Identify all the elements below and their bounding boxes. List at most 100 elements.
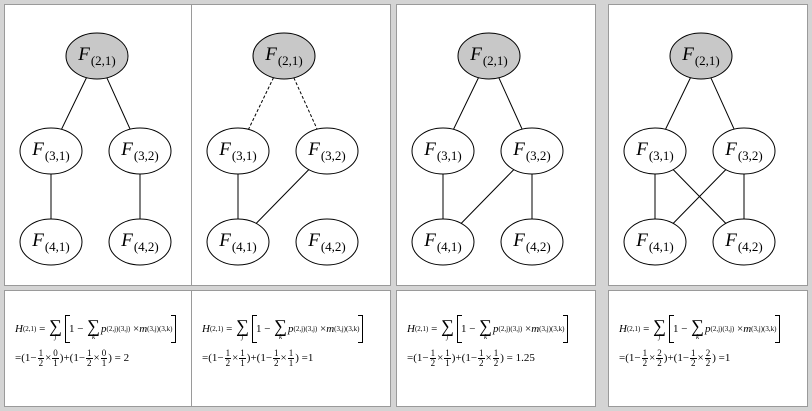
m-subscript: (3,j)(3,k): [539, 324, 565, 333]
lhs-subscript: (2,1): [22, 324, 37, 333]
node-ellipse-root: [457, 32, 521, 80]
tree-graph: [206, 32, 359, 266]
node-ellipse-b: [295, 127, 359, 175]
node-ellipse-c: [411, 218, 475, 266]
result-value: = 1.25: [506, 352, 535, 364]
edge-root-b: [498, 77, 523, 130]
expansion-prefix: =(1−: [202, 352, 224, 364]
numerator: 1: [690, 348, 697, 359]
m-symbol: m: [531, 322, 540, 335]
result-value: =1: [718, 352, 731, 364]
expansion-mid: )+(1−: [451, 352, 478, 364]
expansion-suffix: ): [500, 352, 504, 364]
minus: −: [681, 322, 688, 335]
sum-symbol: ∑: [274, 315, 287, 336]
denominator: 1: [288, 358, 294, 368]
lhs-symbol: H: [407, 322, 415, 335]
node-ellipse-a: [206, 127, 270, 175]
denominator: 1: [53, 358, 58, 368]
edge-root-a: [453, 77, 479, 130]
edge-root-b: [293, 77, 318, 130]
sum-symbol: ∑: [49, 315, 62, 336]
sum-symbol: ∑: [479, 315, 492, 336]
times: ×: [524, 322, 532, 335]
equals: =: [431, 322, 438, 335]
node-ellipse-root: [669, 32, 733, 80]
tree-panel-4: F(2,1)F(3,1)F(3,2)F(4,1)F(4,2): [608, 4, 808, 286]
denominator: 1: [445, 358, 450, 368]
sum-index: j: [446, 332, 449, 341]
sum-index: j: [54, 332, 57, 341]
expansion-prefix: =(1−: [407, 352, 429, 364]
numerator: 1: [429, 348, 437, 359]
expansion-mid: )+(1−: [663, 352, 690, 364]
numerator: 0: [100, 348, 108, 359]
node-ellipse-a: [411, 127, 475, 175]
denominator: 1: [101, 358, 107, 368]
equals: =: [643, 322, 650, 335]
tree-panel-1: F(2,1)F(3,1)F(3,2)F(4,1)F(4,2): [4, 4, 204, 286]
numerator: 1: [239, 348, 246, 359]
node-ellipse-root: [252, 32, 316, 80]
tree-graph: [411, 32, 564, 266]
node-ellipse-a: [19, 127, 83, 175]
one: 1: [672, 322, 679, 335]
minus: −: [469, 322, 476, 335]
sum-index: j: [241, 332, 244, 341]
sum-index: k: [696, 332, 700, 341]
node-ellipse-root: [65, 32, 129, 80]
edge-root-b: [710, 77, 735, 130]
p-subscript: (2,j)(3,j): [106, 324, 131, 333]
p-subscript: (2,j)(3,j): [293, 324, 318, 333]
inner-sum: ∑k: [479, 315, 492, 341]
outer-sum: ∑j: [653, 317, 666, 341]
sum-index: j: [658, 332, 661, 341]
edge-root-a: [61, 77, 87, 130]
numerator: 1: [287, 348, 295, 359]
tree-graph: [19, 32, 172, 266]
denominator: 2: [642, 358, 648, 368]
sum-symbol: ∑: [87, 315, 100, 336]
result-value: = 2: [114, 352, 130, 364]
lhs-subscript: (2,1): [626, 324, 641, 333]
lhs-symbol: H: [15, 322, 23, 335]
inner-sum: ∑k: [274, 315, 287, 341]
inner-sum: ∑k: [691, 315, 704, 341]
numerator: 2: [704, 348, 712, 359]
edge-root-a: [248, 77, 274, 130]
m-subscript: (3,j)(3,k): [147, 324, 173, 333]
denominator: 2: [87, 358, 92, 368]
times: ×: [132, 322, 140, 335]
one: 1: [68, 322, 75, 335]
minus: −: [77, 322, 84, 335]
edge-root-a: [665, 77, 691, 130]
sum-symbol: ∑: [691, 315, 704, 336]
expansion-suffix: ): [712, 352, 716, 364]
node-ellipse-c: [19, 218, 83, 266]
denominator: 2: [691, 358, 696, 368]
node-ellipse-b: [108, 127, 172, 175]
tree-panel-3: F(2,1)F(3,1)F(3,2)F(4,1)F(4,2): [396, 4, 596, 286]
times: ×: [280, 352, 287, 364]
m-subscript: (3,j)(3,k): [751, 324, 777, 333]
sum-symbol: ∑: [441, 315, 454, 336]
numerator: 1: [224, 348, 232, 359]
denominator: 2: [38, 358, 44, 368]
denominator: 2: [705, 358, 711, 368]
